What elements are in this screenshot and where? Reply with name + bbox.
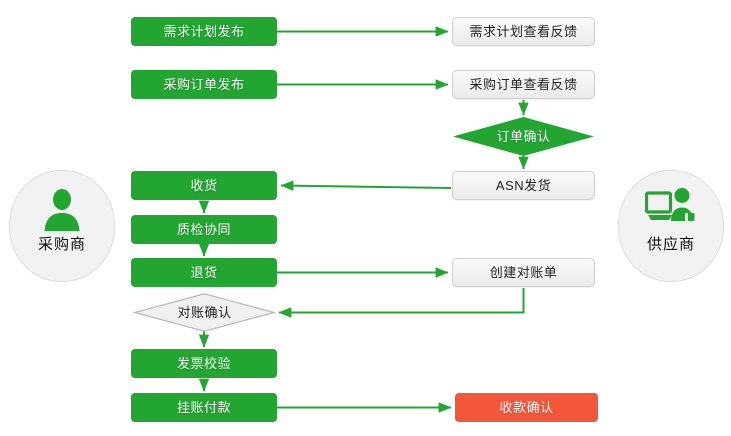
node-quality-collaboration[interactable]: 质检协同 bbox=[131, 215, 277, 244]
actor-buyer: 采购商 bbox=[9, 170, 115, 282]
actor-supplier-label: 供应商 bbox=[646, 236, 695, 253]
user-at-computer-icon bbox=[642, 185, 700, 233]
node-invoice-verify[interactable]: 发票校验 bbox=[131, 349, 277, 378]
node-purchase-order-publish[interactable]: 采购订单发布 bbox=[131, 70, 277, 99]
node-purchase-order-feedback[interactable]: 采购订单查看反馈 bbox=[452, 70, 595, 99]
user-avatar-icon bbox=[33, 185, 91, 233]
node-payable-payment[interactable]: 挂账付款 bbox=[131, 393, 277, 422]
node-receipt-confirm[interactable]: 收款确认 bbox=[455, 393, 598, 422]
edge-asn-shipment-to-goods-receipt bbox=[280, 180, 452, 191]
node-order-confirm-label: 订单确认 bbox=[496, 129, 551, 144]
edge-create-statement-to-reconcile-confirm bbox=[278, 288, 525, 318]
node-reconcile-confirm-label: 对账确认 bbox=[177, 305, 232, 320]
node-order-confirm[interactable]: 订单确认 bbox=[453, 117, 594, 156]
actor-supplier: 供应商 bbox=[618, 170, 724, 282]
node-return-goods[interactable]: 退货 bbox=[131, 258, 277, 287]
node-create-statement[interactable]: 创建对账单 bbox=[452, 258, 595, 287]
node-asn-shipment[interactable]: ASN发货 bbox=[452, 171, 595, 200]
actor-buyer-label: 采购商 bbox=[37, 236, 86, 253]
node-demand-plan-feedback[interactable]: 需求计划查看反馈 bbox=[452, 17, 595, 46]
node-reconcile-confirm[interactable]: 对账确认 bbox=[132, 293, 277, 332]
node-goods-receipt[interactable]: 收货 bbox=[131, 171, 277, 200]
node-demand-plan-publish[interactable]: 需求计划发布 bbox=[131, 17, 277, 46]
